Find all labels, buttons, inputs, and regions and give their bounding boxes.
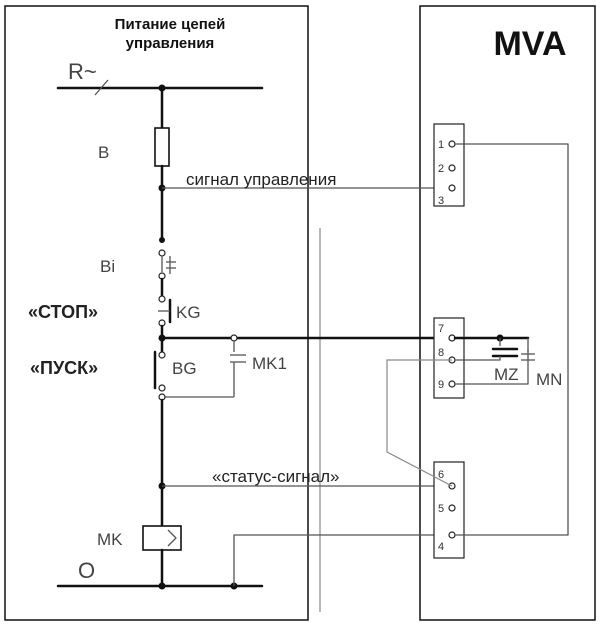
junction-zero xyxy=(158,582,166,590)
mk1-top-terminal xyxy=(230,334,238,342)
terminal-block-4-6 xyxy=(433,461,465,559)
terminal-1 xyxy=(448,140,456,148)
terminal-6-number: 6 xyxy=(438,469,444,481)
mz-to-t8-wire xyxy=(455,356,501,361)
terminal-3-number: 3 xyxy=(438,195,444,207)
kg-label: KG xyxy=(176,303,201,322)
bi-label: Bi xyxy=(100,257,115,276)
panel-title-line1: Питание цепей xyxy=(115,16,226,33)
zero-label: O xyxy=(78,558,95,583)
control-signal-label: сигнал управления xyxy=(186,170,336,189)
supply-label: R~ xyxy=(68,59,97,84)
terminal-2-number: 2 xyxy=(438,163,444,175)
mn-to-t9-wire xyxy=(455,364,529,385)
bg-upper-terminal xyxy=(158,351,166,359)
device-title: MVA xyxy=(493,25,566,63)
zero-to-terminal4-wire xyxy=(233,534,448,586)
terminal-block-1-3 xyxy=(433,123,465,207)
bi-top-dot xyxy=(159,237,165,243)
terminal-2 xyxy=(448,164,456,172)
bg-label: BG xyxy=(172,359,197,378)
terminal1-to-terminal4-wire xyxy=(455,143,569,536)
terminal-1-number: 1 xyxy=(438,139,444,151)
start-label: «ПУСК» xyxy=(30,358,98,378)
terminal-7-number: 7 xyxy=(438,323,444,335)
terminal-9 xyxy=(448,380,456,388)
mk1-label: MK1 xyxy=(252,354,287,373)
mk-label: MK xyxy=(97,530,123,549)
status-signal-label: «статус-сигнал» xyxy=(212,467,340,486)
fuse-label: B xyxy=(98,143,109,162)
terminal-4-number: 4 xyxy=(438,541,444,553)
mva-device-panel xyxy=(419,5,596,621)
terminal-9-number: 9 xyxy=(438,379,444,391)
terminal-8-number: 8 xyxy=(438,347,444,359)
terminal-3 xyxy=(448,184,456,192)
kg-upper-terminal xyxy=(158,295,166,303)
control-power-panel xyxy=(4,5,309,621)
terminal-5 xyxy=(448,504,456,512)
t8-to-t6-wire xyxy=(386,359,453,487)
supply-slash xyxy=(94,79,109,96)
fuse-symbol xyxy=(154,127,170,167)
bg-lower-terminal xyxy=(158,384,166,392)
panel-title-line2: управления xyxy=(126,35,215,52)
mn-label: MN xyxy=(536,370,562,389)
terminal-4 xyxy=(448,531,456,539)
stop-label: «СТОП» xyxy=(28,302,98,322)
mz-label: MZ xyxy=(494,365,519,384)
bi-upper-terminal xyxy=(158,249,166,257)
mk-coil-arrow xyxy=(167,529,177,547)
terminal-5-number: 5 xyxy=(438,503,444,515)
